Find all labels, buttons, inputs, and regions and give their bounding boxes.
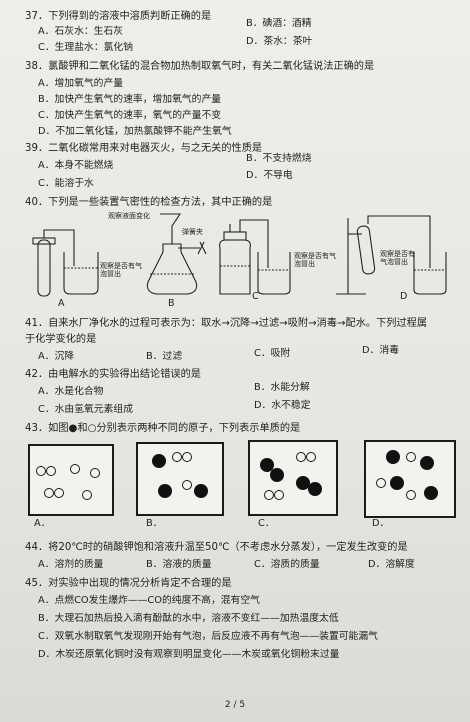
q38-option-d: D．不加二氧化锰，加热氯酸钾不能产生氧气 — [38, 126, 232, 137]
q44-option-b: B．溶液的质量 — [146, 559, 212, 570]
white-atom — [44, 488, 54, 498]
q43-option-d: D． — [372, 518, 390, 529]
q37-option-b: B．碘酒：酒精 — [246, 18, 312, 29]
q42-option-a: A．水是化合物 — [38, 386, 104, 397]
q38-option-c: C．加快产生氧气的速率，氧气的产量不变 — [38, 110, 222, 121]
white-atom — [306, 452, 316, 462]
q44-stem: 44．将20℃时的硝酸钾饱和溶液升温至50℃（不考虑水分蒸发），一定发生改变的是 — [25, 542, 408, 553]
q39-option-a: A．本身不能燃烧 — [38, 160, 114, 171]
q43-stem: 43．如图●和○分别表示两种不同的原子，下列表示单质的是 — [25, 423, 301, 434]
black-atom — [308, 482, 322, 496]
q37-stem: 37．下列得到的溶液中溶质判断正确的是 — [25, 11, 212, 22]
q41-option-b: B．过滤 — [146, 351, 183, 362]
q44-option-a: A．溶剂的质量 — [38, 559, 104, 570]
white-atom — [46, 466, 56, 476]
q45-stem: 45．对实验中出现的情况分析肯定不合理的是 — [25, 578, 232, 589]
white-atom — [296, 452, 306, 462]
white-atom — [264, 490, 274, 500]
q38-stem: 38．氯酸钾和二氧化锰的混合物加热制取氧气时，有关二氧化锰说法正确的是 — [25, 61, 375, 72]
q37-option-c: C．生理盐水：氯化钠 — [38, 42, 134, 53]
q37-option-d: D．茶水：茶叶 — [246, 36, 313, 47]
q43-box-b — [136, 442, 224, 516]
q45-option-d: D．木炭还原氧化铜时没有观察到明显变化——木炭或氧化铜粉末过量 — [38, 649, 340, 660]
label-observe-liquid: 观察液面变化 — [108, 212, 150, 220]
q42-option-d: D．水不稳定 — [254, 400, 311, 411]
white-atom — [406, 490, 416, 500]
q44-option-d: D．溶解度 — [368, 559, 415, 570]
q37-option-a: A．石灰水：生石灰 — [38, 26, 124, 37]
q40-apparatus-figure — [32, 213, 447, 297]
q40-label-d: D — [400, 291, 408, 302]
label-bubble-c: 观察是否有气泡冒出 — [294, 252, 336, 268]
q45-option-b: B．大理石加热后投入滴有酚酞的水中，溶液不变红——加热温度太低 — [38, 613, 339, 624]
black-atom — [424, 486, 438, 500]
q40-label-c: C — [252, 291, 259, 302]
q41-option-a: A．沉降 — [38, 351, 75, 362]
q42-option-c: C．水由氢氧元素组成 — [38, 404, 134, 415]
white-atom — [90, 468, 100, 478]
white-atom — [274, 490, 284, 500]
black-atom — [158, 484, 172, 498]
q44-option-c: C．溶质的质量 — [254, 559, 320, 570]
q43-box-a — [28, 444, 114, 516]
q43-option-b: B． — [146, 518, 163, 529]
white-atom — [376, 478, 386, 488]
q43-option-c: C． — [258, 518, 275, 529]
label-spring-clip: 弹簧夹 — [182, 228, 203, 236]
black-atom — [296, 476, 310, 490]
q38-option-a: A．增加氧气的产量 — [38, 78, 124, 89]
apparatus-d — [336, 215, 447, 295]
white-atom — [36, 466, 46, 476]
q41-option-c: C．吸附 — [254, 348, 291, 359]
q45-option-a: A．点燃CO发生爆炸——CO的纯度不高，混有空气 — [38, 595, 260, 606]
q41-option-d: D．消毒 — [362, 345, 399, 356]
apparatus-b — [146, 213, 207, 295]
q43-box-c — [248, 440, 338, 516]
q43-option-a: A． — [34, 518, 51, 529]
white-atom — [82, 490, 92, 500]
q42-stem: 42．由电解水的实验得出结论错误的是 — [25, 369, 201, 380]
label-bubble-a: 观察是否有气泡冒出 — [100, 262, 142, 278]
black-atom — [260, 458, 274, 472]
label-bubble-d: 观察是否有气泡冒出 — [380, 250, 415, 266]
q41-stem-line1: 41．自来水厂净化水的过程可表示为：取水→沉降→过滤→吸附→消毒→配水。下列过程… — [25, 318, 428, 329]
black-atom — [194, 484, 208, 498]
black-atom — [420, 456, 434, 470]
q43-box-d — [364, 440, 456, 518]
white-atom — [70, 464, 80, 474]
q38-option-b: B．加快产生氧气的速率，增加氧气的产量 — [38, 94, 222, 105]
black-atom — [152, 454, 166, 468]
black-atom — [390, 476, 404, 490]
q45-option-c: C．双氧水制取氧气发现刚开始有气泡，后反应液不再有气泡——装置可能漏气 — [38, 631, 378, 642]
q39-stem: 39．二氧化碳常用来对电器灭火，与之无关的性质是 — [25, 143, 263, 154]
white-atom — [182, 480, 192, 490]
q41-stem-line2: 于化学变化的是 — [25, 334, 97, 345]
q40-label-b: B — [168, 298, 175, 309]
q40-label-a: A — [58, 298, 65, 309]
white-atom — [172, 452, 182, 462]
q39-option-c: C．能溶于水 — [38, 178, 94, 189]
q39-option-b: B．不支持燃烧 — [246, 153, 312, 164]
white-atom — [54, 488, 64, 498]
page-number: 2 / 5 — [224, 700, 246, 710]
black-atom — [386, 450, 400, 464]
q40-stem: 40．下列是一些装置气密性的检查方法，其中正确的是 — [25, 197, 273, 208]
white-atom — [182, 452, 192, 462]
q42-option-b: B．水能分解 — [254, 382, 310, 393]
black-atom — [270, 468, 284, 482]
apparatus-c — [219, 219, 291, 295]
q39-option-d: D．不导电 — [246, 170, 293, 181]
apparatus-a — [32, 229, 99, 297]
white-atom — [406, 452, 416, 462]
